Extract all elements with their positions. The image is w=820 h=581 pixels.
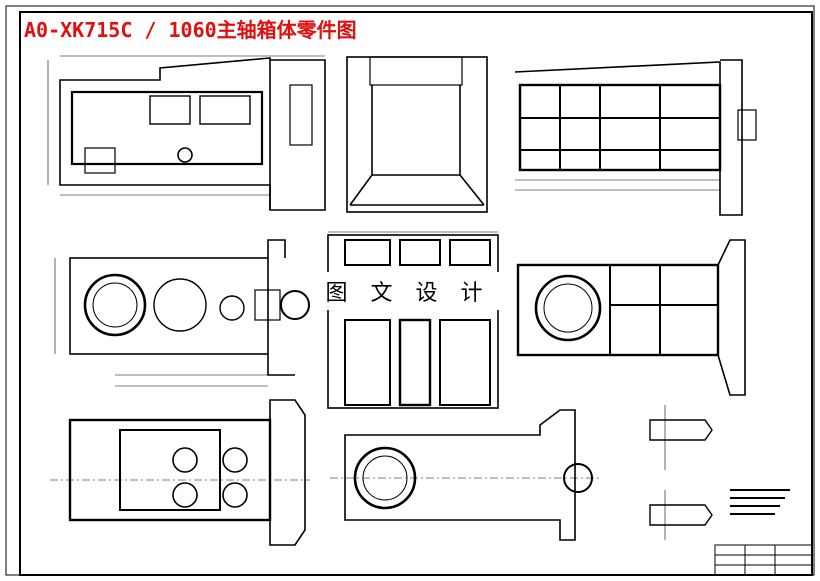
right-section-view	[516, 239, 746, 396]
title-block	[714, 544, 813, 576]
front-elevation-view	[47, 55, 326, 211]
watermark-label: 图 文 设 计	[316, 272, 500, 310]
top-section-view	[514, 59, 757, 216]
bottom-left-section-view	[50, 399, 310, 546]
technical-notes	[730, 489, 790, 515]
end-view	[346, 56, 488, 213]
detail-views	[649, 405, 713, 540]
plan-view	[54, 239, 310, 387]
bottom-center-section-view	[330, 409, 600, 541]
drawing-title: A0-XK715C / 1060主轴箱体零件图	[24, 18, 357, 42]
side-section-view	[327, 231, 499, 409]
